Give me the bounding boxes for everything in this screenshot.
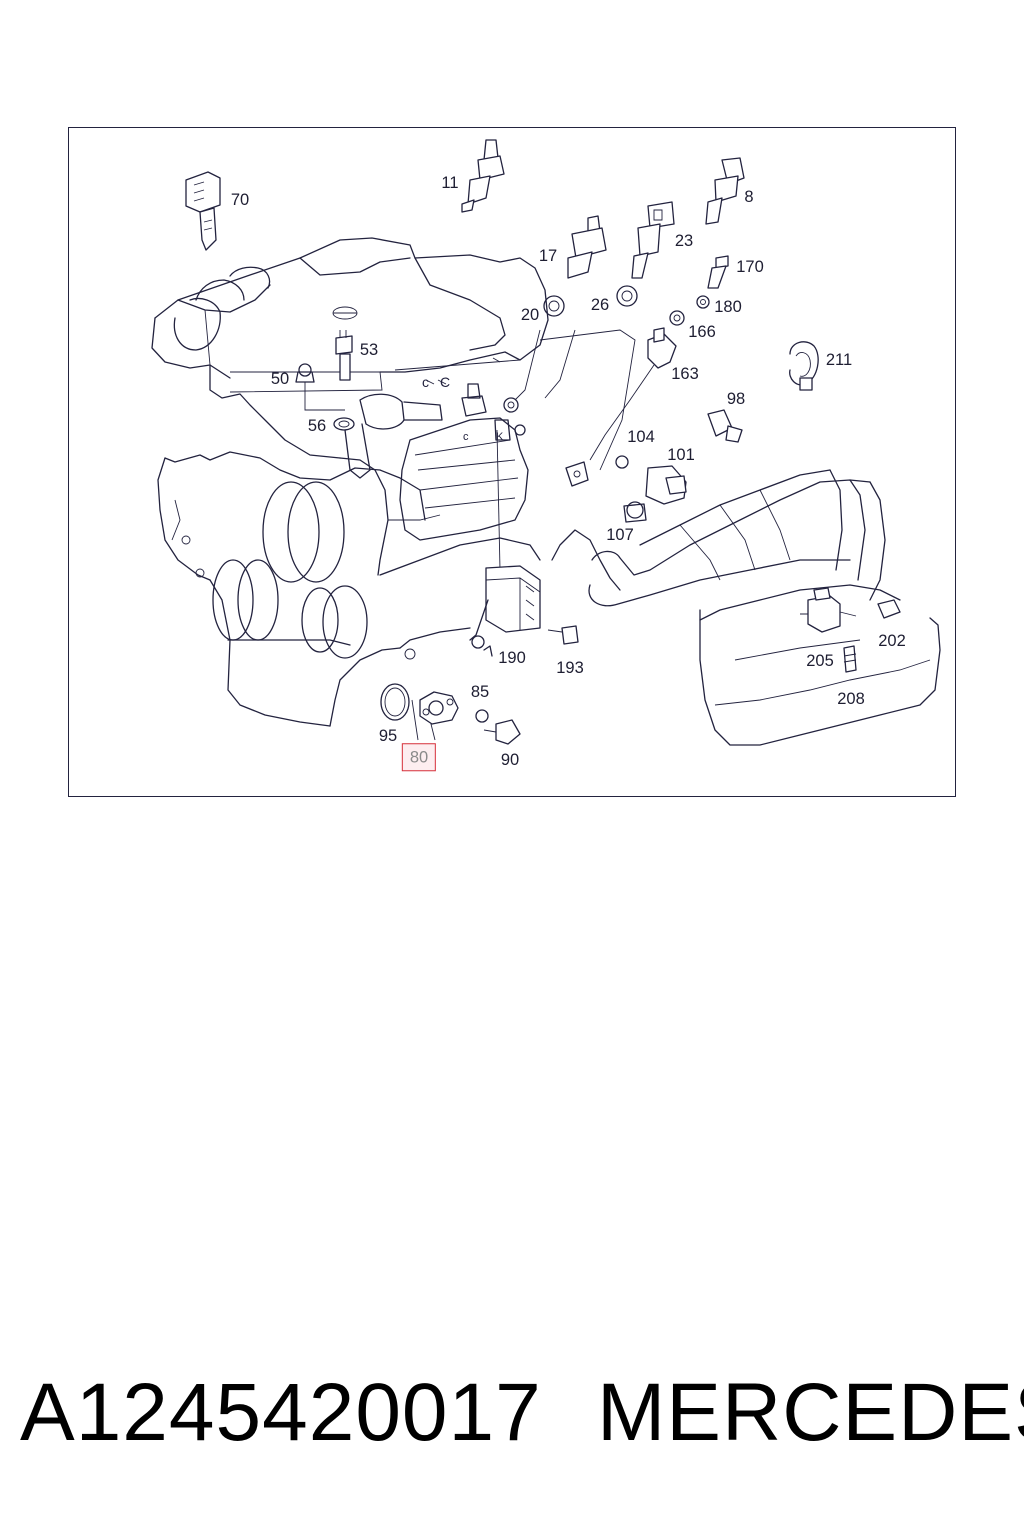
- callout-50: 50: [270, 369, 290, 388]
- callout-101: 101: [667, 445, 695, 464]
- svg-text:K: K: [496, 431, 504, 443]
- svg-text:C: C: [440, 374, 450, 390]
- callout-11: 11: [441, 173, 459, 192]
- callout-104: 104: [627, 427, 655, 446]
- callout-80-highlighted: 80: [401, 743, 437, 771]
- callout-70: 70: [230, 190, 250, 209]
- callout-170: 170: [736, 257, 764, 276]
- callout-208: 208: [837, 689, 865, 708]
- callout-163: 163: [671, 364, 699, 383]
- callout-26: 26: [590, 295, 610, 314]
- callout-107: 107: [606, 525, 634, 544]
- parts-drawings: [185, 139, 819, 745]
- callout-90: 90: [500, 750, 520, 769]
- callout-98: 98: [726, 389, 746, 408]
- callout-180: 180: [714, 297, 742, 316]
- callout-166: 166: [688, 322, 716, 341]
- brand-name: MERCEDES: [597, 1367, 1024, 1458]
- callout-53: 53: [359, 340, 379, 359]
- svg-text:c: c: [463, 431, 469, 443]
- callout-85: 85: [470, 682, 490, 701]
- engine-block-drawing: c C c K: [151, 237, 549, 727]
- callout-190: 190: [498, 648, 526, 667]
- leader-lines: [304, 329, 655, 741]
- callout-193: 193: [556, 658, 584, 677]
- callout-202: 202: [878, 631, 906, 650]
- svg-text:c: c: [422, 374, 429, 390]
- intake-manifold-drawing: [551, 469, 941, 746]
- callout-56: 56: [307, 416, 327, 435]
- footer-caption: A1245420017 MERCEDES: [0, 1372, 1024, 1472]
- callout-23: 23: [674, 231, 694, 250]
- callout-8: 8: [744, 187, 754, 206]
- callout-20: 20: [520, 305, 540, 324]
- callout-17: 17: [538, 246, 558, 265]
- part-number: A1245420017: [20, 1367, 542, 1458]
- callout-211: 211: [825, 350, 853, 369]
- callout-95: 95: [378, 726, 398, 745]
- callout-205: 205: [806, 651, 834, 670]
